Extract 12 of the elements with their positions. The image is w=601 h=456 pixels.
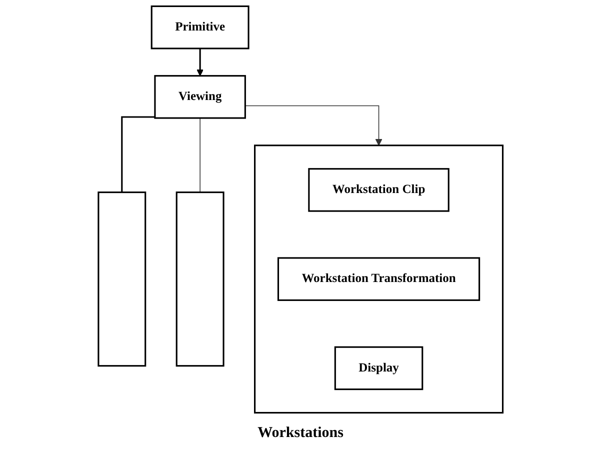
arrow [196,48,204,76]
node-box [176,192,224,367]
node-box: Viewing [154,75,246,119]
node-box [98,192,146,367]
arrow [244,105,382,146]
node-box: Display [334,346,424,390]
node-box: Primitive [150,5,250,50]
cluster [254,144,504,414]
node-box: Workstation Transformation [277,257,480,301]
node-box: Workstation Clip [308,168,450,212]
connector [121,116,155,192]
caption: Workstations [258,424,344,443]
